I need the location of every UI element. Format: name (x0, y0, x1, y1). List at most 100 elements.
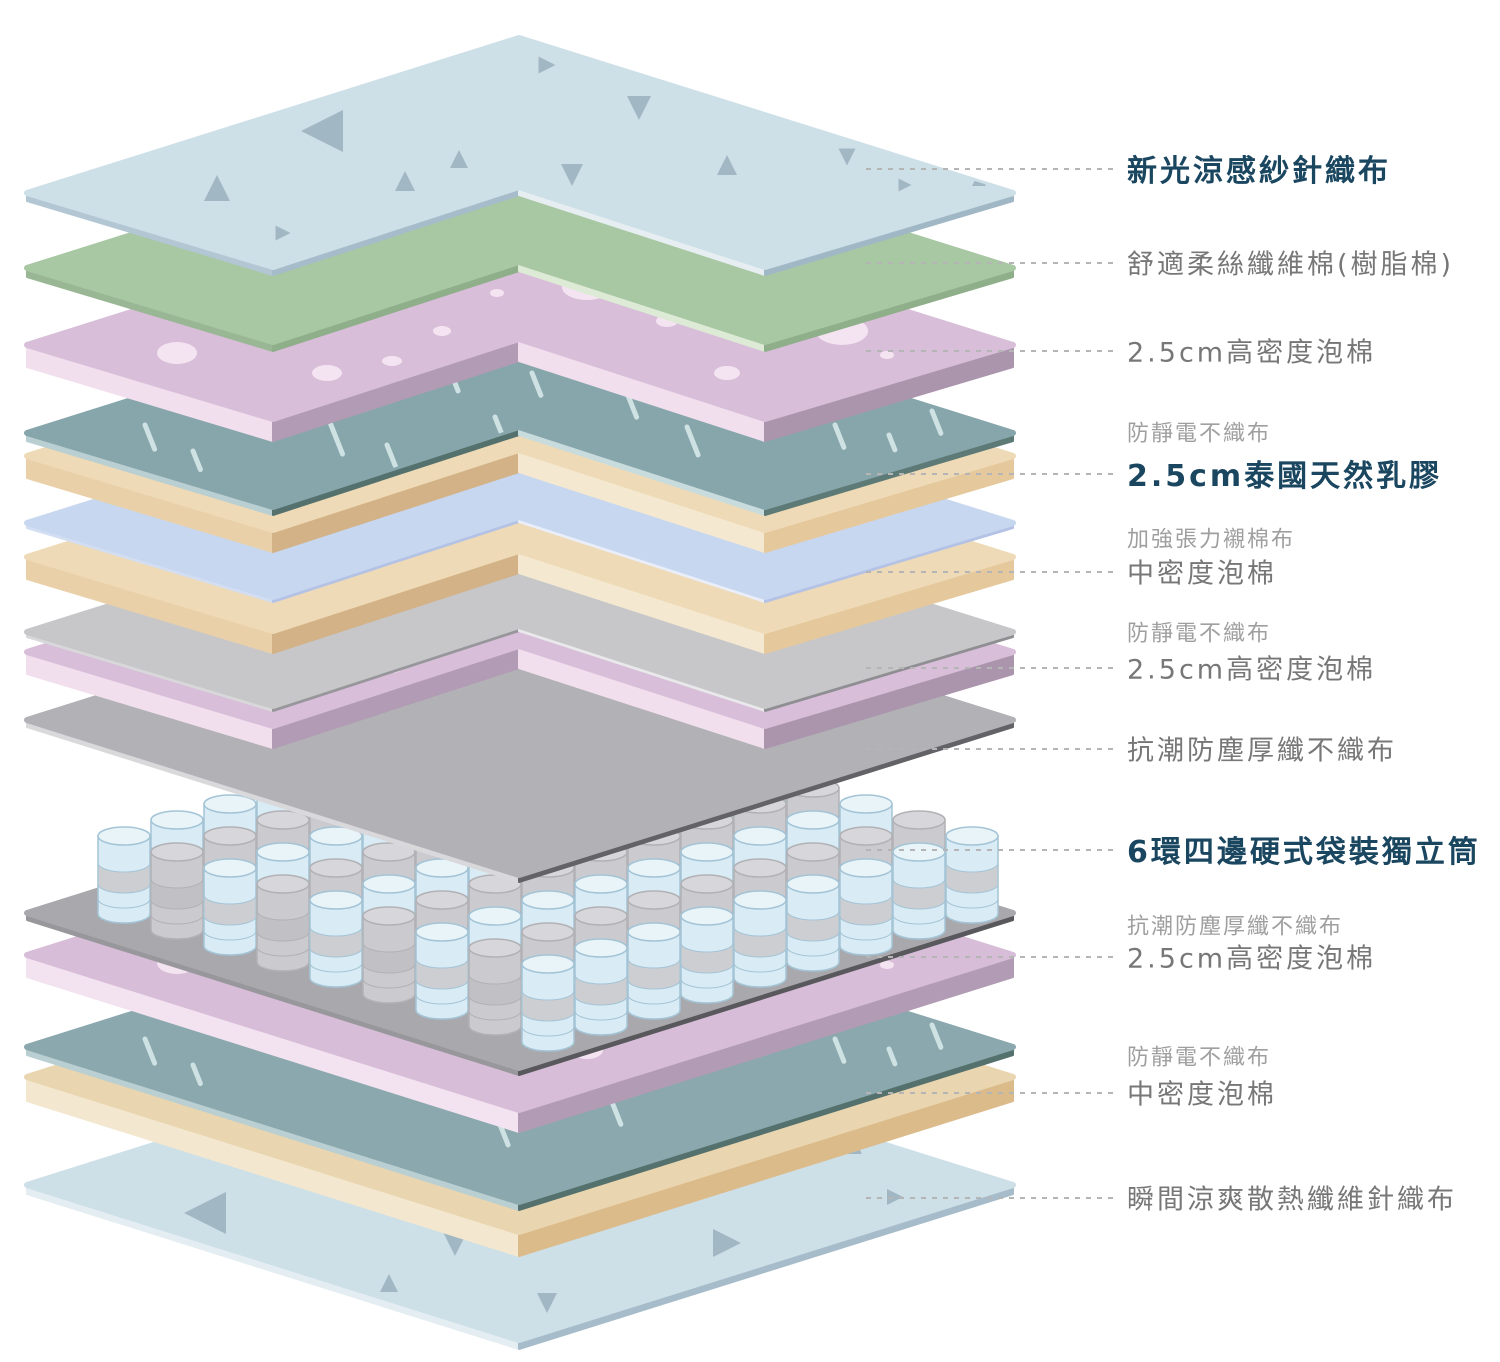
nonwoven-dash-mark (609, 1099, 624, 1127)
pocket-coil (839, 858, 893, 956)
coil-pocket-band (680, 942, 734, 974)
coil-top (521, 890, 575, 910)
coil-top (574, 938, 628, 958)
coil-pocket-band (256, 910, 310, 942)
coil-pocket-band (521, 990, 575, 1022)
coil-top (839, 794, 893, 814)
nonwoven-dash-mark (929, 408, 944, 436)
coil-seam-line (521, 1026, 575, 1037)
coil-seam-line (574, 1010, 628, 1021)
coil-top (256, 810, 310, 830)
coil-seam-line (256, 946, 310, 957)
coil-top (97, 826, 151, 846)
coil-top (733, 858, 787, 878)
knit-triangle-mark (838, 148, 856, 166)
pocket-coil (150, 842, 204, 940)
coil-top (468, 938, 522, 958)
layer-label-antistatic-2: 防靜電不織布 (1127, 621, 1272, 647)
coil-top (839, 858, 893, 878)
coil-pocket-band (574, 974, 628, 1006)
coil-top (733, 826, 787, 846)
pocket-coil (362, 906, 416, 1004)
layer-cooling-knit (24, 35, 1016, 276)
knit-triangle-mark (887, 1189, 903, 1205)
coil-top (786, 874, 840, 894)
coil-top (574, 874, 628, 894)
coil-seam-line (733, 962, 787, 973)
pocket-coil (574, 938, 628, 1036)
coil-pocket-band (309, 926, 363, 958)
layer-antistatic-teal (24, 275, 1016, 516)
pocket-coil (97, 826, 151, 924)
coil-top (468, 906, 522, 926)
pocket-coil (468, 938, 522, 1036)
coil-top (362, 874, 416, 894)
knit-triangle-mark (380, 1274, 398, 1292)
knit-triangle-mark (275, 225, 291, 241)
coil-top (362, 906, 416, 926)
layer-cooling-knit-surface (24, 35, 1016, 270)
pocket-coil (733, 890, 787, 988)
knit-triangle-mark (713, 1229, 741, 1257)
coil-top (839, 826, 893, 846)
coil-top (627, 890, 681, 910)
pocket-coil (680, 906, 734, 1004)
coil-top (733, 890, 787, 910)
knit-triangle-mark (184, 1192, 226, 1234)
coil-pocket-band (415, 958, 469, 990)
knit-triangle-mark (450, 150, 468, 168)
foam-bubble-mark (433, 326, 451, 336)
knit-triangle-mark (561, 164, 583, 186)
foam-bubble-mark (490, 289, 504, 297)
knit-triangle-mark (717, 155, 737, 175)
knit-triangle-mark (898, 178, 912, 192)
coil-seam-line (627, 994, 681, 1005)
layer-cooling-knit-pattern (204, 56, 986, 241)
coil-top (203, 826, 257, 846)
coil-pocket-band (97, 862, 151, 894)
coil-top (203, 794, 257, 814)
coil-pocket-band (468, 974, 522, 1006)
foam-bubble-mark (880, 351, 894, 359)
foam-bubble-mark (157, 342, 197, 364)
coil-top (521, 954, 575, 974)
pocket-coil (309, 890, 363, 988)
coil-pocket-band (362, 942, 416, 974)
coil-seam-line (839, 930, 893, 941)
coil-top (309, 826, 363, 846)
knit-triangle-mark (537, 1293, 557, 1313)
knit-triangle-mark (627, 96, 651, 120)
coil-top (415, 858, 469, 878)
coil-pocket-band (945, 862, 999, 894)
coil-top (945, 826, 999, 846)
pocket-coil (892, 842, 946, 940)
layer-label-bottom-knit: 瞬間涼爽散熱纖維針織布 (1127, 1184, 1457, 1216)
nonwoven-dash-mark (832, 1036, 847, 1064)
coil-top (415, 922, 469, 942)
nonwoven-dash-mark (190, 448, 203, 473)
coil-top (309, 858, 363, 878)
layer-label-pocket-coils: 6環四邊硬式袋裝獨立筒 (1127, 835, 1481, 871)
coil-seam-line (892, 914, 946, 925)
nonwoven-dash-mark (142, 422, 158, 452)
layer-label-antistatic-3: 防靜電不織布 (1127, 1045, 1272, 1071)
layer-label-thai-latex: 2.5cm泰國天然乳膠 (1127, 459, 1443, 495)
coil-top (256, 842, 310, 862)
coil-top (415, 890, 469, 910)
knit-triangle-mark (395, 171, 415, 191)
coil-top (786, 810, 840, 830)
coil-top (203, 858, 257, 878)
nonwoven-dash-mark (886, 1046, 898, 1067)
coil-top (680, 874, 734, 894)
nonwoven-dash-mark (142, 1036, 158, 1066)
nonwoven-dash-mark (529, 370, 544, 398)
coil-top (574, 906, 628, 926)
coil-top (150, 842, 204, 862)
foam-bubble-mark (880, 961, 894, 969)
coil-seam-line (309, 962, 363, 973)
coil-pocket-band (733, 926, 787, 958)
layer-label-hd-foam-1: 2.5cm高密度泡棉 (1127, 337, 1377, 369)
coil-pocket-band (203, 894, 257, 926)
